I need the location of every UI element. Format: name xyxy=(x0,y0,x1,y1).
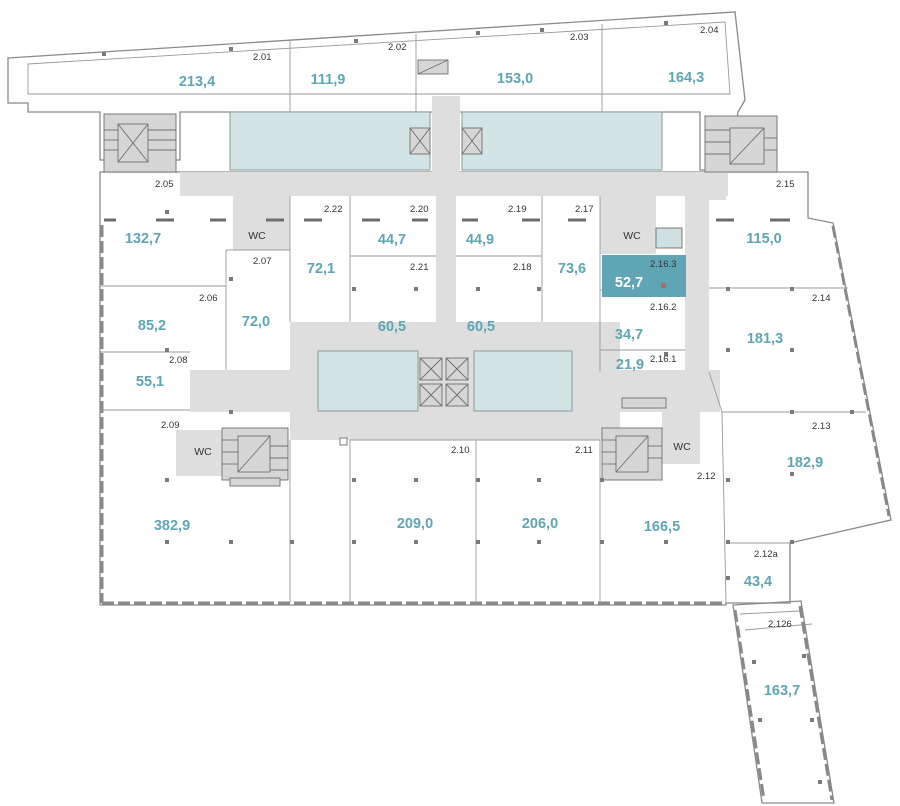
unit-number: 2.18 xyxy=(513,262,532,273)
facade-windows xyxy=(100,225,891,801)
unit-area: 72,0 xyxy=(242,314,270,330)
unit-2-01[interactable]: 2.01 213,4 xyxy=(179,52,272,90)
unit-number: 2.12a xyxy=(754,549,778,560)
unit-2-16-1[interactable]: 2.16.1 21,9 xyxy=(616,354,677,373)
unit-2-02[interactable]: 2.02 111,9 xyxy=(311,42,407,88)
unit-area: 111,9 xyxy=(311,72,346,88)
unit-area: 60,5 xyxy=(467,319,495,335)
unit-2-06[interactable]: 2.06 85,2 xyxy=(138,293,218,334)
unit-number: 2.17 xyxy=(575,204,594,215)
wc-label: WC xyxy=(673,441,691,453)
unit-area: 182,9 xyxy=(787,455,823,471)
unit-area: 43,4 xyxy=(744,574,772,590)
unit-2-21[interactable]: 2.21 60,5 xyxy=(378,262,429,335)
unit-area: 163,7 xyxy=(764,683,800,699)
unit-area: 21,9 xyxy=(616,357,644,373)
unit-area: 60,5 xyxy=(378,319,406,335)
unit-2-17[interactable]: 2.17 73,6 xyxy=(558,204,594,277)
unit-number: 2.13 xyxy=(812,421,831,432)
unit-number: 2.10 xyxy=(451,445,470,456)
unit-number: 2.06 xyxy=(199,293,218,304)
unit-2-20[interactable]: 2.20 44,7 xyxy=(378,204,429,248)
interior-walls xyxy=(100,24,866,604)
unit-2-10[interactable]: 2.10 209,0 xyxy=(397,445,470,532)
atria xyxy=(229,111,663,412)
unit-2-05[interactable]: 2.05 132,7 xyxy=(125,179,174,247)
unit-number: 2.126 xyxy=(768,619,792,630)
unit-number: 2.16.2 xyxy=(650,302,676,313)
unit-number: 2.01 xyxy=(253,52,272,63)
wc-label: WC xyxy=(623,230,641,242)
unit-area: 164,3 xyxy=(668,70,704,86)
unit-2-11[interactable]: 2.11 206,0 xyxy=(522,445,593,532)
unit-number: 2.03 xyxy=(570,32,589,43)
elevator-shafts xyxy=(409,59,683,409)
unit-number: 2.16.3 xyxy=(650,259,676,270)
unit-area: 55,1 xyxy=(136,374,164,390)
unit-number: 2.21 xyxy=(410,262,429,273)
unit-area: 44,9 xyxy=(466,232,494,248)
unit-2-12[interactable]: 2.12 166,5 xyxy=(644,471,716,535)
unit-number: 2.09 xyxy=(161,420,180,431)
unit-2-12a[interactable]: 2.12a 43,4 xyxy=(744,549,779,590)
unit-area: 73,6 xyxy=(558,261,586,277)
unit-2-14[interactable]: 2.14 181,3 xyxy=(747,293,831,347)
unit-area: 115,0 xyxy=(746,231,782,247)
columns xyxy=(102,21,854,784)
unit-2-13[interactable]: 2.13 182,9 xyxy=(787,421,831,471)
unit-2-18[interactable]: 2.18 60,5 xyxy=(467,262,532,335)
unit-number: 2.02 xyxy=(388,42,407,53)
unit-2-16-3-marker xyxy=(661,283,666,288)
unit-area: 181,3 xyxy=(747,331,783,347)
unit-2-22[interactable]: 2.22 72,1 xyxy=(307,204,343,277)
unit-number: 2.12 xyxy=(697,471,716,482)
unit-2-16-3[interactable]: 2.16.3 52,7 xyxy=(615,259,677,291)
unit-number: 2.20 xyxy=(410,204,429,215)
unit-area: 382,9 xyxy=(154,518,190,534)
unit-area: 206,0 xyxy=(522,516,558,532)
unit-2-126[interactable]: 2.126 163,7 xyxy=(764,619,800,699)
unit-2-07[interactable]: 2.07 72,0 xyxy=(242,256,272,330)
unit-number: 2.08 xyxy=(169,355,188,366)
units: 2.01 213,4 2.02 111,9 2.03 153,0 2.04 16… xyxy=(125,25,831,699)
unit-2-08[interactable]: 2.08 55,1 xyxy=(136,355,188,390)
unit-2-19[interactable]: 2.19 44,9 xyxy=(466,204,527,248)
unit-area: 85,2 xyxy=(138,318,166,334)
wc-areas: WC WC WC WC xyxy=(194,230,691,458)
unit-area: 52,7 xyxy=(615,275,643,291)
unit-number: 2.05 xyxy=(155,179,174,190)
unit-area: 209,0 xyxy=(397,516,433,532)
unit-number: 2.15 xyxy=(776,179,795,190)
unit-area: 166,5 xyxy=(644,519,680,535)
unit-area: 44,7 xyxy=(378,232,406,248)
unit-2-09[interactable]: 2.09 382,9 xyxy=(154,420,190,534)
unit-2-16-3-highlight xyxy=(602,255,686,297)
unit-number: 2.16.1 xyxy=(650,354,676,365)
wc-label: WC xyxy=(194,446,212,458)
unit-number: 2.07 xyxy=(253,256,272,267)
unit-area: 213,4 xyxy=(179,74,215,90)
unit-area: 34,7 xyxy=(615,327,643,343)
unit-area: 153,0 xyxy=(497,71,533,87)
unit-number: 2.19 xyxy=(508,204,527,215)
unit-2-16-2[interactable]: 2.16.2 34,7 xyxy=(615,302,677,343)
unit-number: 2.22 xyxy=(324,204,343,215)
unit-number: 2.04 xyxy=(700,25,719,36)
staircases xyxy=(103,113,778,487)
unit-number: 2.11 xyxy=(575,445,593,456)
unit-2-15[interactable]: 2.15 115,0 xyxy=(746,179,794,247)
wc-label: WC xyxy=(248,230,266,242)
unit-area: 132,7 xyxy=(125,231,161,247)
unit-number: 2.14 xyxy=(812,293,831,304)
unit-2-04[interactable]: 2.04 164,3 xyxy=(668,25,719,86)
unit-area: 72,1 xyxy=(307,261,335,277)
unit-2-03[interactable]: 2.03 153,0 xyxy=(497,32,589,87)
